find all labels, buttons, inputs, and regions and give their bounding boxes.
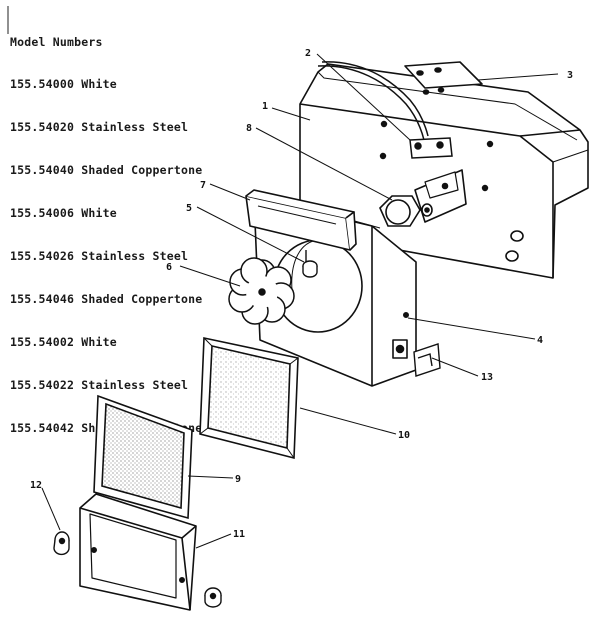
model-numbers-list: Model Numbers 155.54000 White 155.54020 … <box>10 6 202 464</box>
callout-3: 3 <box>567 70 573 81</box>
callout-1: 1 <box>262 101 268 112</box>
callout-6: 6 <box>166 262 172 273</box>
leader-lines <box>41 53 559 549</box>
model-list-item: 155.54006 White <box>10 206 117 221</box>
callout-5: 5 <box>186 203 192 214</box>
callout-10: 10 <box>398 430 410 441</box>
callout-9: 9 <box>235 474 241 485</box>
thermostat-switch <box>302 250 318 278</box>
filter-panel <box>199 337 299 460</box>
callout-12: 12 <box>30 480 42 491</box>
callout-13: 13 <box>481 372 493 383</box>
model-list-item: 155.54022 Stainless Steel <box>10 377 189 392</box>
fan-motor <box>379 195 433 227</box>
fan-blade <box>228 257 295 325</box>
model-list-item: 155.54020 Stainless Steel <box>10 120 189 135</box>
control-knob <box>53 531 70 556</box>
callout-7: 7 <box>200 180 206 191</box>
model-list-item: 155.54026 Stainless Steel <box>10 249 189 264</box>
model-list-item: 155.54002 White <box>10 334 117 349</box>
callout-2: 2 <box>305 48 311 59</box>
model-list-item: 155.54040 Shaded Coppertone <box>10 163 203 178</box>
grille-panel <box>93 394 193 520</box>
heater-box <box>253 197 417 387</box>
control-knob-lower <box>204 587 222 608</box>
model-list-title: Model Numbers <box>10 34 103 49</box>
front-frame <box>79 493 197 611</box>
rear-housing <box>299 61 589 279</box>
model-list-item: 155.54000 White <box>10 77 117 92</box>
side-clip <box>413 343 441 377</box>
wiring-harness <box>317 61 453 159</box>
model-list-item: 155.54046 Shaded Coppertone <box>10 291 203 306</box>
callout-11: 11 <box>233 529 245 540</box>
heating-element-bar <box>245 189 357 251</box>
callout-4: 4 <box>537 335 543 346</box>
callout-8: 8 <box>246 123 252 134</box>
